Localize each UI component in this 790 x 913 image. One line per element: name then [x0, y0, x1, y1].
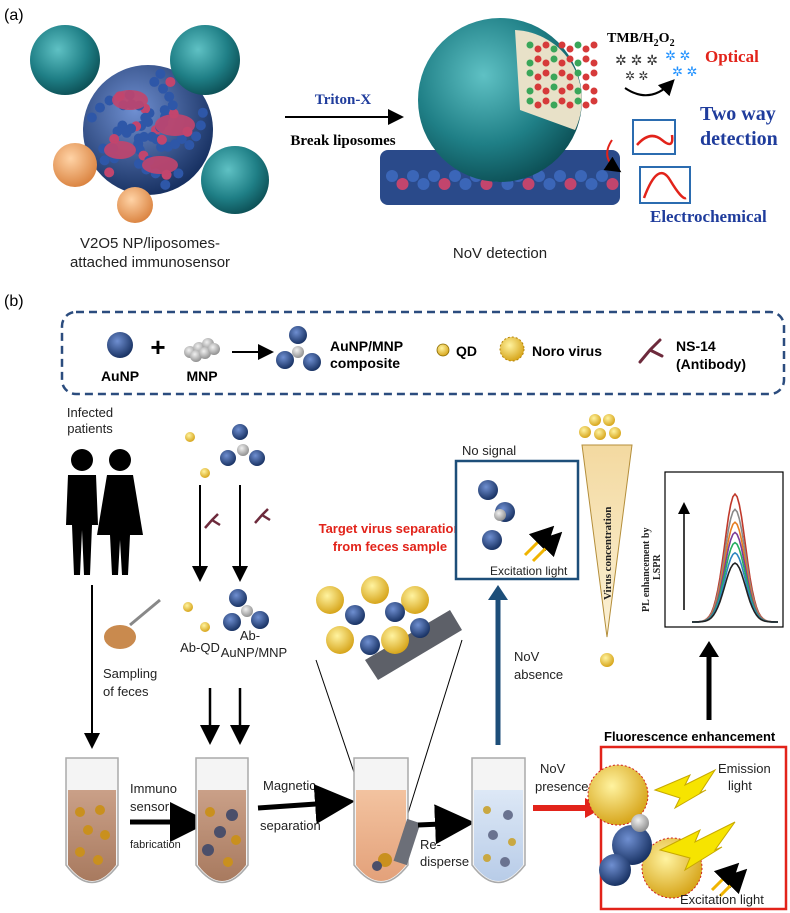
tmb-reagent-label: TMB/H2O2 — [607, 31, 675, 49]
triton-x-label: Triton-X — [315, 92, 372, 108]
magnetic-line2: separation — [260, 818, 321, 833]
redisperse-line2: disperse — [420, 854, 469, 869]
caption-immunosensor-line2: attached immunosensor — [70, 254, 230, 271]
fluorescence-box — [587, 745, 788, 911]
broken-liposome-illustration — [380, 18, 620, 205]
norovirus-icon — [499, 336, 525, 362]
tube-2 — [195, 757, 249, 884]
legend-composite-line2: composite — [330, 355, 400, 371]
target-separation-line2: from feces sample — [333, 539, 447, 554]
legend-mnp: MNP — [186, 368, 217, 384]
immunosensor-illustration — [30, 25, 269, 223]
pl-axis-line1: PL enhancement by — [641, 528, 652, 612]
pl-axis-line2: LSPR — [652, 554, 663, 580]
spoon-icon — [104, 598, 161, 649]
redisperse-line1: Re- — [420, 837, 441, 852]
fabrication-label: fabrication — [130, 839, 181, 851]
excitation-top-label: Excitation light — [490, 564, 568, 578]
infected-patients-line2: patients — [67, 421, 113, 436]
legend-box: AuNP + MNP AuNP/MNP composite QD Noro vi… — [60, 310, 786, 396]
svg-text:✲ ✲: ✲ ✲ — [625, 69, 648, 83]
pl-up-arrowhead — [699, 641, 719, 657]
nov-absence-line2: absence — [514, 667, 563, 682]
ab-aunp-line1: Ab- — [240, 628, 260, 643]
nov-absence-line1: NoV — [514, 649, 540, 664]
legend-norovirus: Noro virus — [532, 343, 602, 359]
svg-text:✲ ✲ ✲: ✲ ✲ ✲ — [615, 52, 658, 68]
redisperse-arrow — [417, 804, 475, 845]
tube-3 — [353, 757, 421, 884]
sampling-line1: Sampling — [103, 666, 157, 681]
svg-text:TMB/H2O2: TMB/H2O2 — [607, 31, 675, 49]
pl-chart — [664, 471, 784, 628]
two-way-label-line2: detection — [700, 128, 778, 150]
emission-line2: light — [728, 778, 752, 793]
legend-composite-line1: AuNP/MNP — [330, 338, 403, 354]
signal-box-1 — [632, 119, 676, 155]
nov-presence-line1: NoV — [540, 761, 566, 776]
legend-antibody-line1: NS-14 — [676, 338, 716, 354]
legend-antibody-line2: (Antibody) — [676, 356, 746, 372]
excitation-bottom-label: Excitation light — [680, 892, 764, 907]
caption-immunosensor-line1: V2O5 NP/liposomes- — [80, 235, 220, 252]
aunp-icon — [107, 332, 133, 358]
curved-red-arrow-icon — [603, 139, 622, 173]
infected-patients-line1: Infected — [67, 405, 113, 420]
sampling-line2: of feces — [103, 684, 149, 699]
svg-text:✲ ✲: ✲ ✲ — [665, 48, 690, 63]
ab-aunp-line2: AuNP/MNP — [221, 645, 287, 660]
pl-curves — [691, 492, 779, 623]
pl-curve-7 — [692, 562, 778, 623]
immuno-line1: Immuno — [130, 781, 177, 796]
ab-qd-label: Ab-QD — [180, 640, 220, 655]
magnetic-arrow — [257, 784, 355, 825]
no-signal-box — [454, 459, 580, 581]
virus-concentration-label: Virus concentration — [602, 507, 614, 600]
tube-4 — [471, 757, 526, 884]
mnp-icon — [184, 338, 220, 362]
signal-box-2 — [639, 166, 691, 204]
legend-qd: QD — [456, 343, 477, 359]
antibody-icon — [638, 338, 664, 364]
patients-icon — [66, 449, 143, 575]
caption-nov-detection: NoV detection — [453, 245, 547, 262]
svg-text:✲ ✲: ✲ ✲ — [672, 64, 697, 79]
tube-1 — [65, 757, 119, 884]
immuno-line2: sensor — [130, 799, 170, 814]
ab-preparation — [183, 424, 271, 632]
qd-icon — [436, 343, 450, 357]
panel-a-label: (a) — [4, 7, 24, 24]
optical-label: Optical — [705, 47, 759, 66]
legend-aunp: AuNP — [101, 368, 139, 384]
nov-absence-arrowhead — [488, 585, 508, 600]
no-signal-label: No signal — [462, 443, 516, 458]
magnetic-line1: Magnetic — [263, 778, 316, 793]
electrochemical-label: Electrochemical — [650, 207, 767, 226]
legend-plus: + — [150, 332, 165, 362]
fluorescence-title: Fluorescence enhancement — [604, 729, 776, 744]
magnified-separation-illustration — [316, 576, 462, 680]
virus-concentration-cone — [579, 414, 633, 667]
star-icons: ✲ ✲ ✲ ✲ ✲ ✲ ✲ ✲ ✲ — [615, 48, 697, 83]
conversion-arrow-icon — [624, 79, 675, 97]
composite-icon — [276, 326, 321, 371]
panel-b-label: (b) — [4, 293, 24, 310]
emission-line1: Emission — [718, 761, 771, 776]
two-way-label-line1: Two way — [700, 103, 776, 125]
target-separation-line1: Target virus separation — [319, 521, 462, 536]
nov-presence-line2: presence — [535, 779, 588, 794]
break-liposomes-label: Break liposomes — [290, 133, 395, 149]
